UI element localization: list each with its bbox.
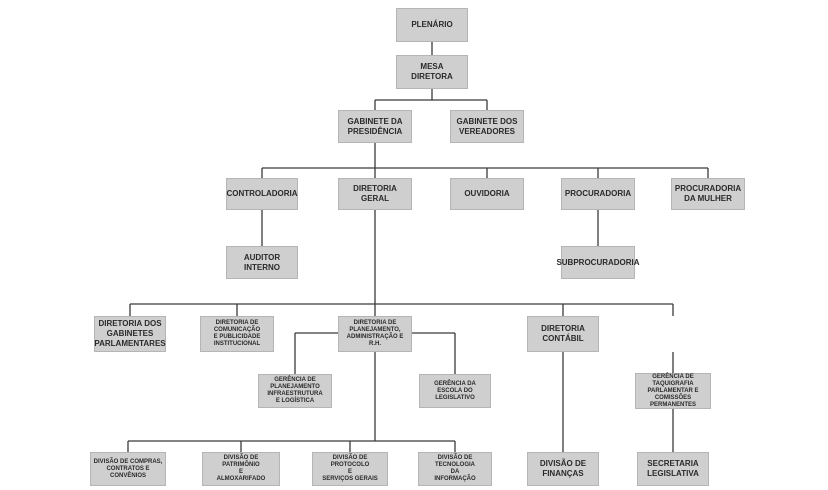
gerencia-taquigrafia-box: GERÊNCIA DE TAQUIGRAFIA PARLAMENTAR E CO… (635, 373, 711, 409)
gabinete-presidencia-box: GABINETE DA PRESIDÊNCIA (338, 110, 412, 143)
divisao-protocolo-box: DIVISÃO DE PROTOCOLO E SERVIÇOS GERAIS (312, 452, 388, 486)
ouvidoria-box: OUVIDORIA (450, 178, 524, 210)
auditor-interno-box: AUDITOR INTERNO (226, 246, 298, 279)
mesa-diretora-box: MESA DIRETORA (396, 55, 468, 89)
divisao-patrimonio-box: DIVISÃO DE PATRIMÔNIO E ALMOXARIFADO (202, 452, 280, 486)
diretoria-gabinetes-box: DIRETORIA DOS GABINETES PARLAMENTARES (94, 316, 166, 352)
divisao-financas-box: DIVISÃO DE FINANÇAS (527, 452, 599, 486)
gerencia-escola-box: GERÊNCIA DA ESCOLA DO LEGISLATIVO (419, 374, 491, 408)
divisao-tecnologia-box: DIVISÃO DE TECNOLOGIA DA INFORMAÇÃO (418, 452, 492, 486)
diretoria-comunicacao-box: DIRETORIA DE COMUNICAÇÃO E PUBLICIDADE I… (200, 316, 274, 352)
plenario-box: PLENÁRIO (396, 8, 468, 42)
procuradoria-box: PROCURADORIA (561, 178, 635, 210)
procuradoria-mulher-box: PROCURADORIA DA MULHER (671, 178, 745, 210)
diretoria-geral-box: DIRETORIA GERAL (338, 178, 412, 210)
diretoria-contabil-box: DIRETORIA CONTÁBIL (527, 316, 599, 352)
gerencia-infraestrutura-box: GERÊNCIA DE PLANEJAMENTO INFRAESTRUTURA … (258, 374, 332, 408)
diretoria-planejamento-box: DIRETORIA DE PLANEJAMENTO, ADMINISTRAÇÃO… (338, 316, 412, 352)
divisao-compras-box: DIVISÃO DE COMPRAS, CONTRATOS E CONVÊNIO… (90, 452, 166, 486)
gabinete-vereadores-box: GABINETE DOS VEREADORES (450, 110, 524, 143)
secretaria-legislativa-box: SECRETARIA LEGISLATIVA (637, 452, 709, 486)
subprocuradoria-box: SUBPROCURADORIA (556, 246, 640, 279)
controladoria-box: CONTROLADORIA (226, 178, 298, 210)
